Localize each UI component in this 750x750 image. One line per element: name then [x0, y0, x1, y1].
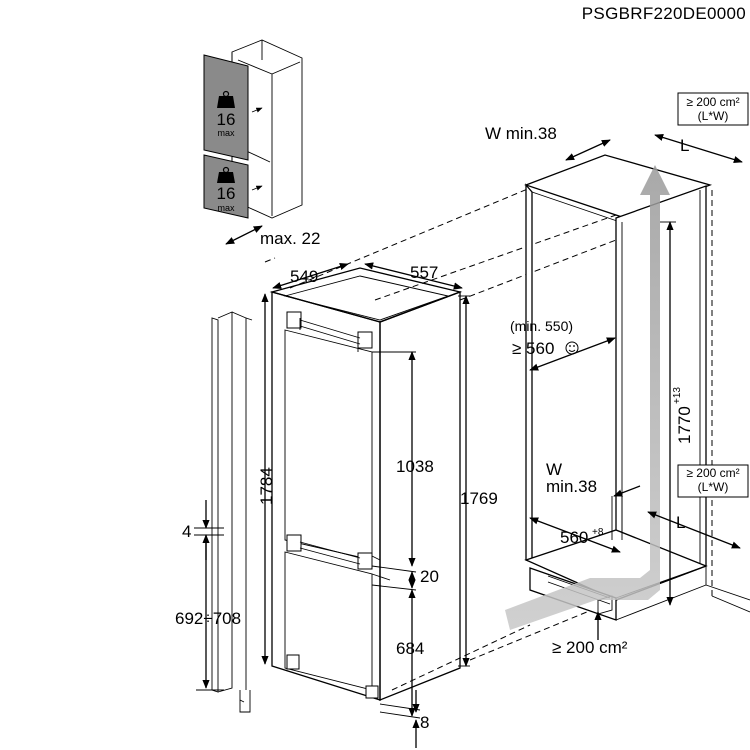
airflow-arrow-icon [505, 165, 670, 630]
vent-bottom-label: ≥ 200 cm² [552, 638, 628, 657]
lower-weight-unit: max [217, 203, 235, 213]
mid-gap-label: 20 [420, 567, 439, 586]
depth-min-label: (min. 550) [510, 318, 573, 334]
upper-door-label: 1038 [396, 457, 434, 476]
hinge-gap-label: 4 [182, 522, 191, 541]
width-label: 557 [410, 263, 438, 282]
door-gap-label: max. 22 [260, 229, 320, 248]
weight-icon [217, 90, 235, 108]
appliance-dimensions: 549 557 1784 1769 1038 20 684 8 [175, 262, 498, 748]
vent-mid-L: L [676, 513, 685, 532]
total-height-label: 1784 [257, 467, 276, 505]
body-height-label: 1769 [460, 489, 498, 508]
appliance-drawing [269, 267, 463, 701]
vent-mid-line1: ≥ 200 cm² [686, 466, 739, 480]
depth-pref-label: ≥ 560 [512, 339, 554, 358]
lower-weight: 16 [217, 184, 236, 203]
lower-door-panel [203, 154, 249, 219]
niche-height-label: 1770 [675, 406, 694, 444]
projection-lines [264, 187, 617, 691]
wall-bottom-line1: W [546, 460, 562, 479]
wall-top-label: W min.38 [485, 124, 557, 143]
vent-top-line1: ≥ 200 cm² [686, 95, 739, 109]
upper-weight: 16 [217, 110, 236, 129]
model-code: PSGBRF220DE0000 [581, 4, 746, 23]
vent-mid-line2: (L*W) [698, 480, 729, 494]
niche-width-tol: +8 [592, 527, 604, 538]
kg-badge: KG [222, 102, 231, 108]
door-load-illustration: KG 16 max KG 16 max max. 22 [203, 39, 320, 248]
vent-top-box [677, 92, 749, 126]
vent-top-L: L [680, 136, 689, 155]
upper-weight-unit: max [217, 128, 235, 138]
niche-dimensions: W min.38 L ≥ 200 cm² (L*W) (min. 550) ≥ … [485, 92, 749, 657]
niche-height-tol: +13 [672, 387, 683, 404]
vent-top-line2: (L*W) [698, 109, 729, 123]
weight-icon [217, 166, 235, 183]
wall-bottom-line2: min.38 [546, 477, 597, 496]
vent-mid-box [677, 464, 749, 498]
niche-drawing [524, 154, 750, 621]
lower-range-label: 692÷708 [175, 609, 241, 628]
depth-label: 549 [290, 267, 318, 286]
niche-width-label: 560 [560, 528, 588, 547]
door-panel-side [211, 311, 253, 713]
kg-badge-lower: KG [222, 177, 231, 183]
lower-door-label: 684 [396, 639, 424, 658]
bottom-label: 8 [420, 713, 429, 732]
